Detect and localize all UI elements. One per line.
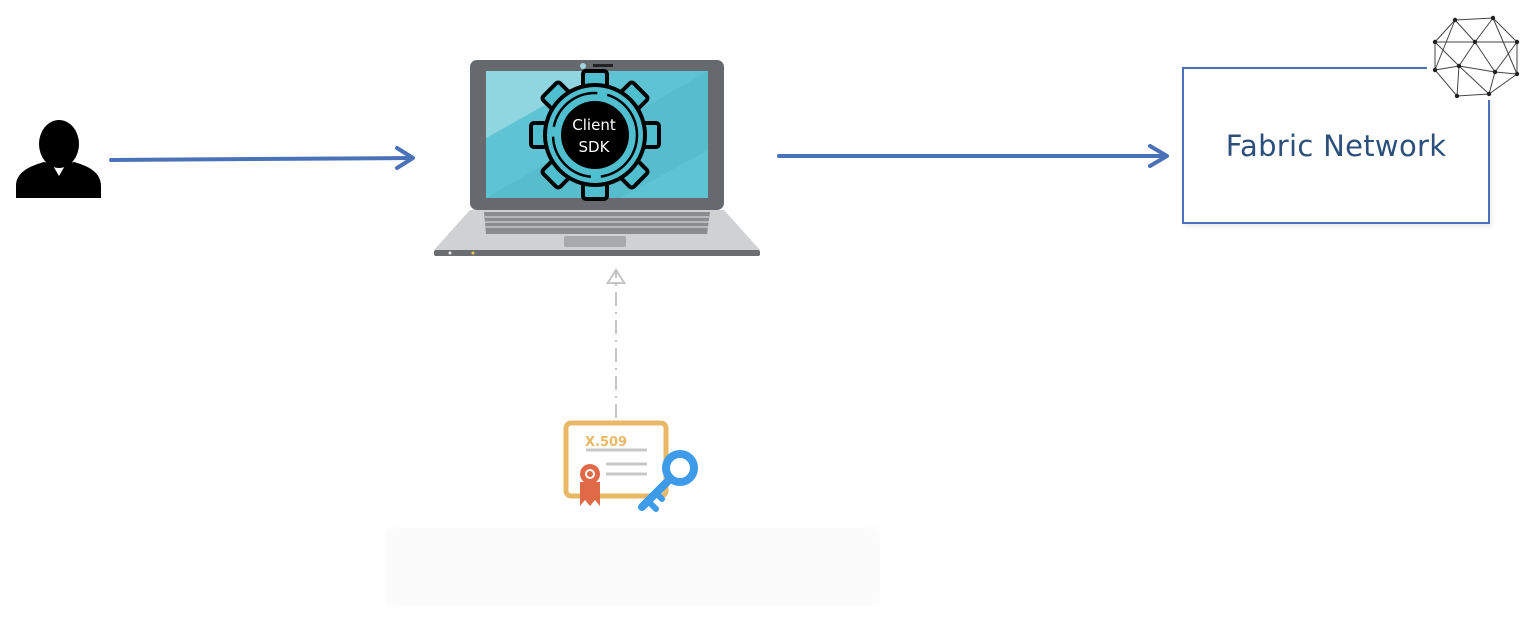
fabric-network-label: Fabric Network <box>1225 128 1447 163</box>
gear-icon <box>529 69 661 201</box>
faded-region <box>385 528 880 606</box>
key-icon <box>638 450 698 512</box>
certificate-icon <box>563 420 669 506</box>
arrow-sdk-to-network <box>777 144 1169 168</box>
sdk-label-line1: Client <box>572 116 616 134</box>
arrow-user-to-sdk <box>109 146 415 170</box>
fabric-logo-icon <box>1427 14 1523 100</box>
certificate-label: X.509 <box>585 435 627 450</box>
user-icon <box>16 120 101 198</box>
sdk-label-line2: SDK <box>579 138 611 156</box>
arrow-certificate-to-sdk <box>606 268 626 418</box>
